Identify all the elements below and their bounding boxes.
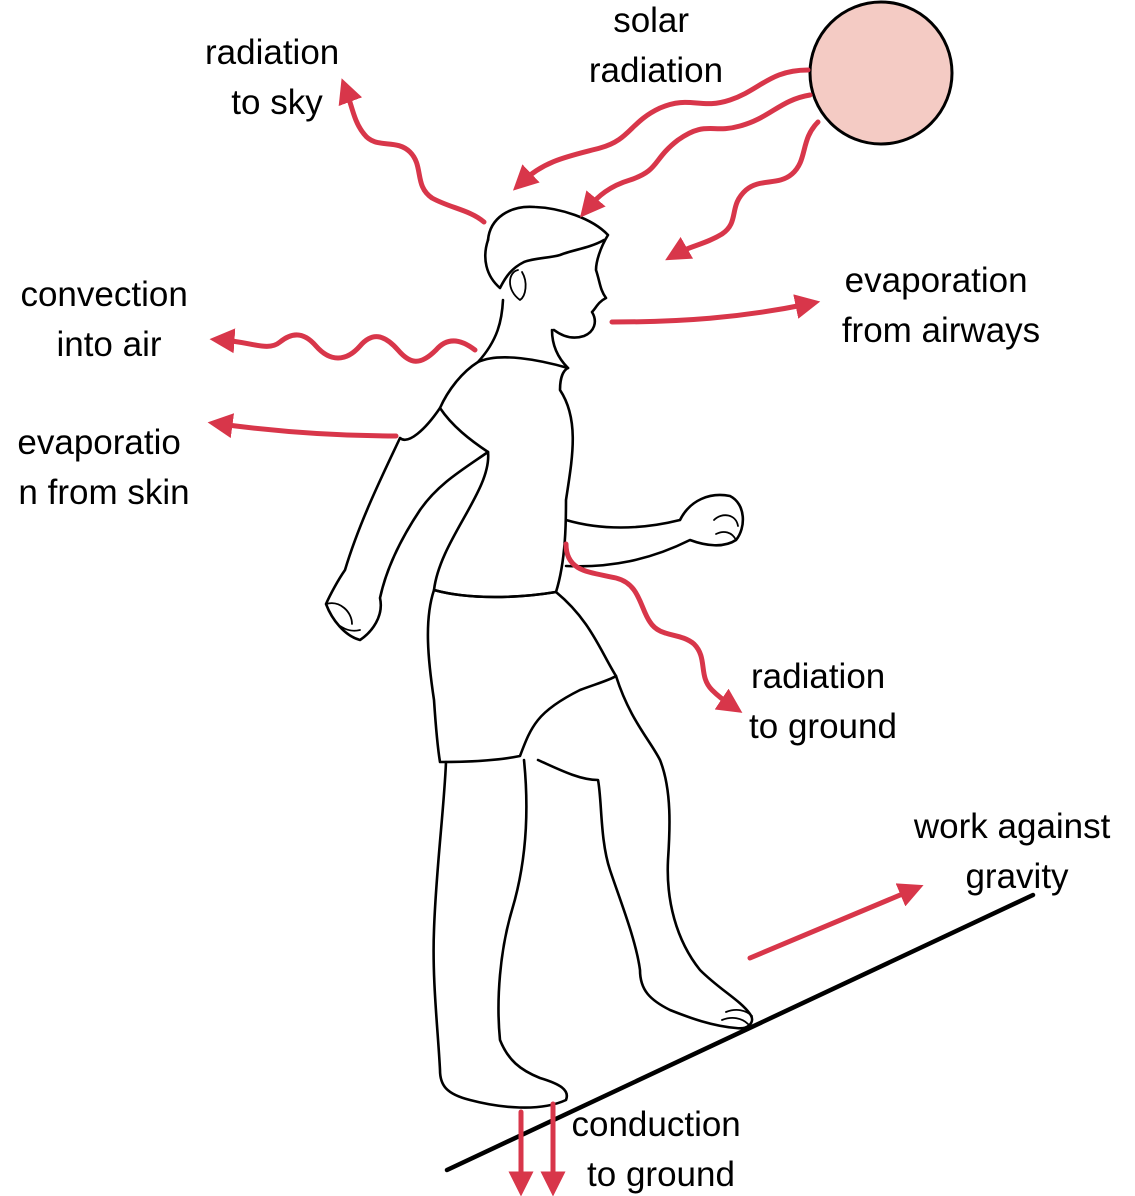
- front-fist: [714, 515, 738, 540]
- evaporation-from-skin-arrow: [220, 424, 396, 436]
- front-arm: [566, 495, 743, 566]
- back-arm: [326, 408, 488, 640]
- radiation-to-sky-arrow: [346, 90, 484, 222]
- solar-radiation-arrow-3: [676, 122, 818, 254]
- front-leg: [538, 676, 752, 1028]
- ear: [510, 270, 526, 300]
- radiation-to-ground-arrow: [566, 544, 732, 706]
- head-outline: [488, 207, 608, 338]
- work-against-gravity-arrow: [750, 890, 912, 958]
- work-against-gravity-label: work against gravity: [913, 807, 1120, 896]
- radiation-to-sky-label: radiation to sky: [205, 33, 349, 122]
- sun-icon: [810, 2, 952, 144]
- toes: [722, 1010, 752, 1024]
- radiation-to-ground-label: radiation to ground: [749, 657, 897, 746]
- solar-radiation-label: solar radiation: [589, 1, 723, 90]
- conduction-to-ground-label: conduction to ground: [571, 1105, 750, 1194]
- evaporation-from-airways-arrow: [612, 304, 808, 322]
- hair: [485, 240, 604, 288]
- convection-into-air-arrow: [222, 335, 475, 361]
- solar-radiation-arrow-2: [588, 95, 810, 208]
- convection-into-air-label: convection into air: [20, 275, 197, 364]
- evaporation-from-airways-label: evaporation from airways: [842, 261, 1040, 350]
- shorts: [428, 590, 616, 762]
- evaporation-from-skin-label: evaporatio n from skin: [17, 423, 190, 512]
- back-leg: [434, 760, 567, 1108]
- shirt: [434, 357, 573, 597]
